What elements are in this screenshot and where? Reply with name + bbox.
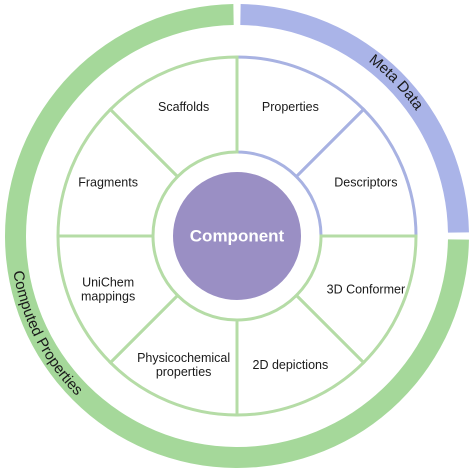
component-center-circle bbox=[169, 168, 305, 304]
segment-label: Scaffolds bbox=[158, 100, 209, 114]
segment-label: 2D depictions bbox=[253, 358, 329, 372]
segment-shape bbox=[108, 55, 239, 179]
segment-label: 3D Conformer bbox=[327, 282, 406, 296]
segment-label: Fragments bbox=[78, 176, 138, 190]
segment-label: Descriptors bbox=[334, 176, 397, 190]
component-center-label: Component bbox=[190, 227, 285, 246]
segment-label: Properties bbox=[262, 100, 319, 114]
meta-data-ring-band bbox=[240, 4, 469, 233]
meta-data-ring-label: Meta Data bbox=[366, 51, 427, 114]
outer-ring bbox=[5, 4, 469, 468]
segment-scaffolds: Scaffolds bbox=[108, 55, 239, 179]
